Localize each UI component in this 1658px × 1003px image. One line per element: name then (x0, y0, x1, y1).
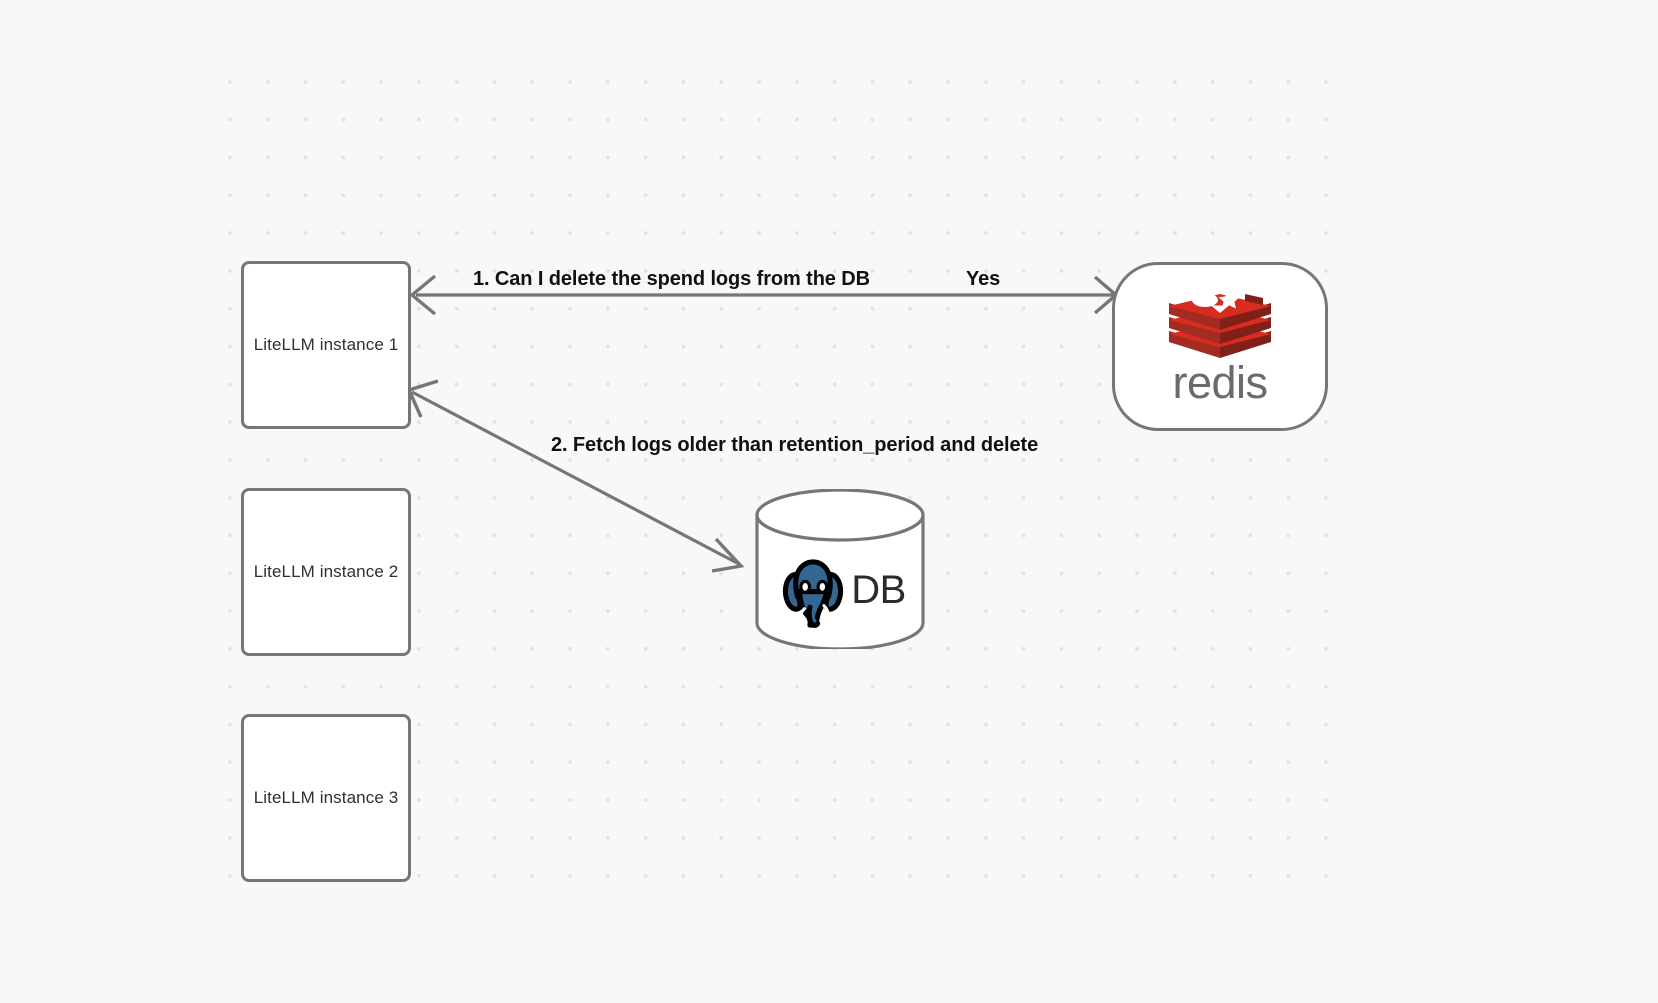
redis-stack-icon (1169, 290, 1271, 358)
node-litellm-instance-2-label: LiteLLM instance 2 (253, 562, 399, 582)
node-litellm-instance-1-label: LiteLLM instance 1 (253, 335, 399, 355)
node-postgres-db[interactable]: DB (754, 489, 926, 649)
edge-2-line (411, 390, 740, 566)
node-litellm-instance-1[interactable]: LiteLLM instance 1 (241, 261, 411, 429)
redis-wordmark: redis (1172, 357, 1268, 408)
postgres-db-label: DB (851, 568, 906, 612)
node-redis[interactable]: redis (1112, 262, 1328, 431)
edge-2-arrowhead-end (711, 537, 745, 573)
edge-1-arrowhead-left (409, 274, 437, 316)
postgresql-elephant-icon (783, 559, 844, 628)
edge-1-label: 1. Can I delete the spend logs from the … (473, 268, 870, 290)
node-litellm-instance-3[interactable]: LiteLLM instance 3 (241, 714, 411, 882)
edge-1-reply-label: Yes (966, 268, 1001, 290)
edge-2-label: 2. Fetch logs older than retention_perio… (551, 434, 1039, 456)
postgres-logo-group: DB (754, 531, 926, 649)
edge-litellm1-postgres[interactable] (406, 379, 745, 573)
node-litellm-instance-2[interactable]: LiteLLM instance 2 (241, 488, 411, 656)
redis-logo: redis (1167, 284, 1273, 405)
node-litellm-instance-3-label: LiteLLM instance 3 (253, 788, 399, 808)
